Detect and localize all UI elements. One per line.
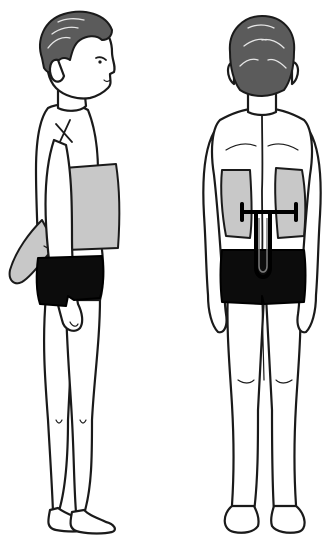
back-view-left-foot bbox=[225, 506, 259, 533]
back-view-brace-right-pad bbox=[275, 168, 305, 238]
back-view-right-leg bbox=[266, 290, 301, 514]
back-view-right-foot bbox=[271, 506, 304, 533]
back-view-left-leg bbox=[227, 290, 264, 514]
back-view-hair bbox=[230, 16, 294, 96]
back-view-brace-left-pad bbox=[221, 170, 251, 238]
